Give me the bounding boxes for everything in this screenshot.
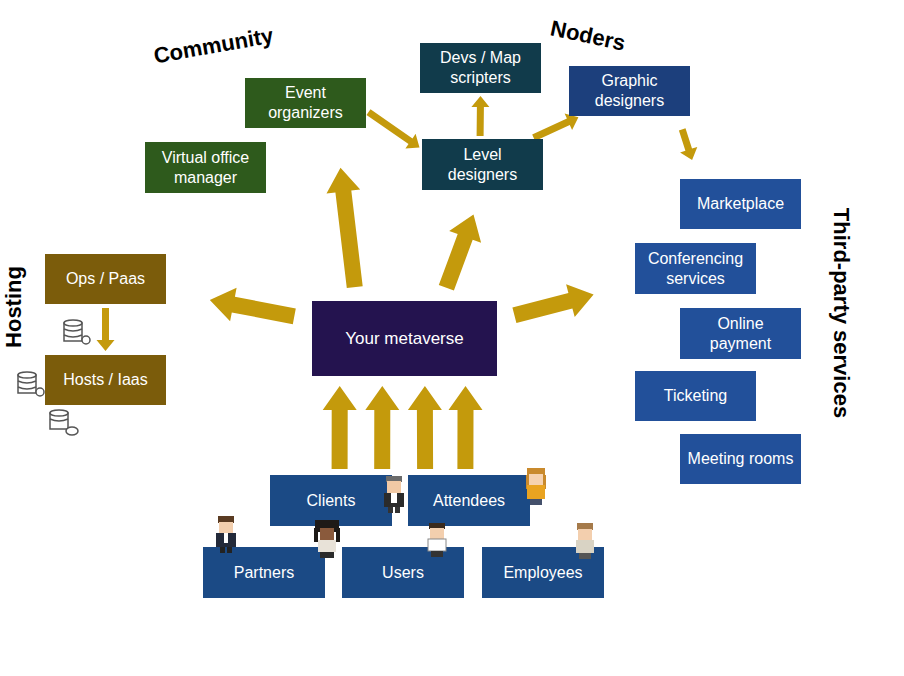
box-text: Ticketing <box>664 386 727 406</box>
flow-arrow <box>449 386 483 469</box>
box-text: Graphic designers <box>575 71 684 111</box>
box-text: Clients <box>307 491 356 511</box>
group-title: Third-party services <box>828 208 854 418</box>
flow-arrow <box>439 214 481 290</box>
flow-arrow <box>210 288 296 324</box>
people-box: Employees <box>482 547 604 598</box>
database-icon <box>50 410 78 435</box>
service-box: Marketplace <box>680 179 801 229</box>
box-text: Online payment <box>686 314 795 354</box>
flow-arrow <box>323 386 357 469</box>
flow-arrow <box>367 109 420 148</box>
flow-arrow <box>327 168 363 288</box>
database-icon <box>64 320 90 344</box>
flow-arrow <box>408 386 442 469</box>
people-box: Attendees <box>408 475 530 526</box>
group-title: Noders <box>548 15 628 56</box>
service-box: Meeting rooms <box>680 434 801 484</box>
role-box: Virtual office manager <box>145 142 266 193</box>
box-text: Event organizers <box>251 83 360 123</box>
flow-arrow <box>471 96 489 136</box>
database-icon <box>18 372 44 396</box>
flow-arrow <box>679 128 697 160</box>
service-box: Ticketing <box>635 371 756 421</box>
service-box: Online payment <box>680 308 801 359</box>
group-title: Hosting <box>1 266 27 348</box>
people-box: Partners <box>203 547 325 598</box>
box-text: Attendees <box>433 491 505 511</box>
flow-arrow <box>97 308 115 351</box>
people-box: Clients <box>270 475 392 526</box>
role-box: Event organizers <box>245 78 366 128</box>
role-box: Level designers <box>422 139 543 190</box>
box-text: Your metaverse <box>345 328 463 349</box>
center-box: Your metaverse <box>312 301 497 376</box>
flow-arrow <box>512 284 593 323</box>
box-text: Level designers <box>428 145 537 185</box>
hosting-box: Ops / Paas <box>45 254 166 304</box>
hosting-box: Hosts / Iaas <box>45 355 166 405</box>
box-text: Conferencing services <box>641 249 750 289</box>
box-text: Virtual office manager <box>151 148 260 188</box>
role-box: Devs / Map scripters <box>420 43 541 93</box>
box-text: Marketplace <box>697 194 784 214</box>
box-text: Ops / Paas <box>66 269 145 289</box>
box-text: Partners <box>234 563 294 583</box>
role-box: Graphic designers <box>569 66 690 116</box>
people-box: Users <box>342 547 464 598</box>
service-box: Conferencing services <box>635 243 756 294</box>
box-text: Users <box>382 563 424 583</box>
flow-arrow <box>365 386 399 469</box>
box-text: Employees <box>503 563 582 583</box>
flow-arrow <box>532 114 578 141</box>
box-text: Hosts / Iaas <box>63 370 147 390</box>
group-title: Community <box>151 23 275 70</box>
box-text: Devs / Map scripters <box>426 48 535 88</box>
box-text: Meeting rooms <box>688 449 794 469</box>
